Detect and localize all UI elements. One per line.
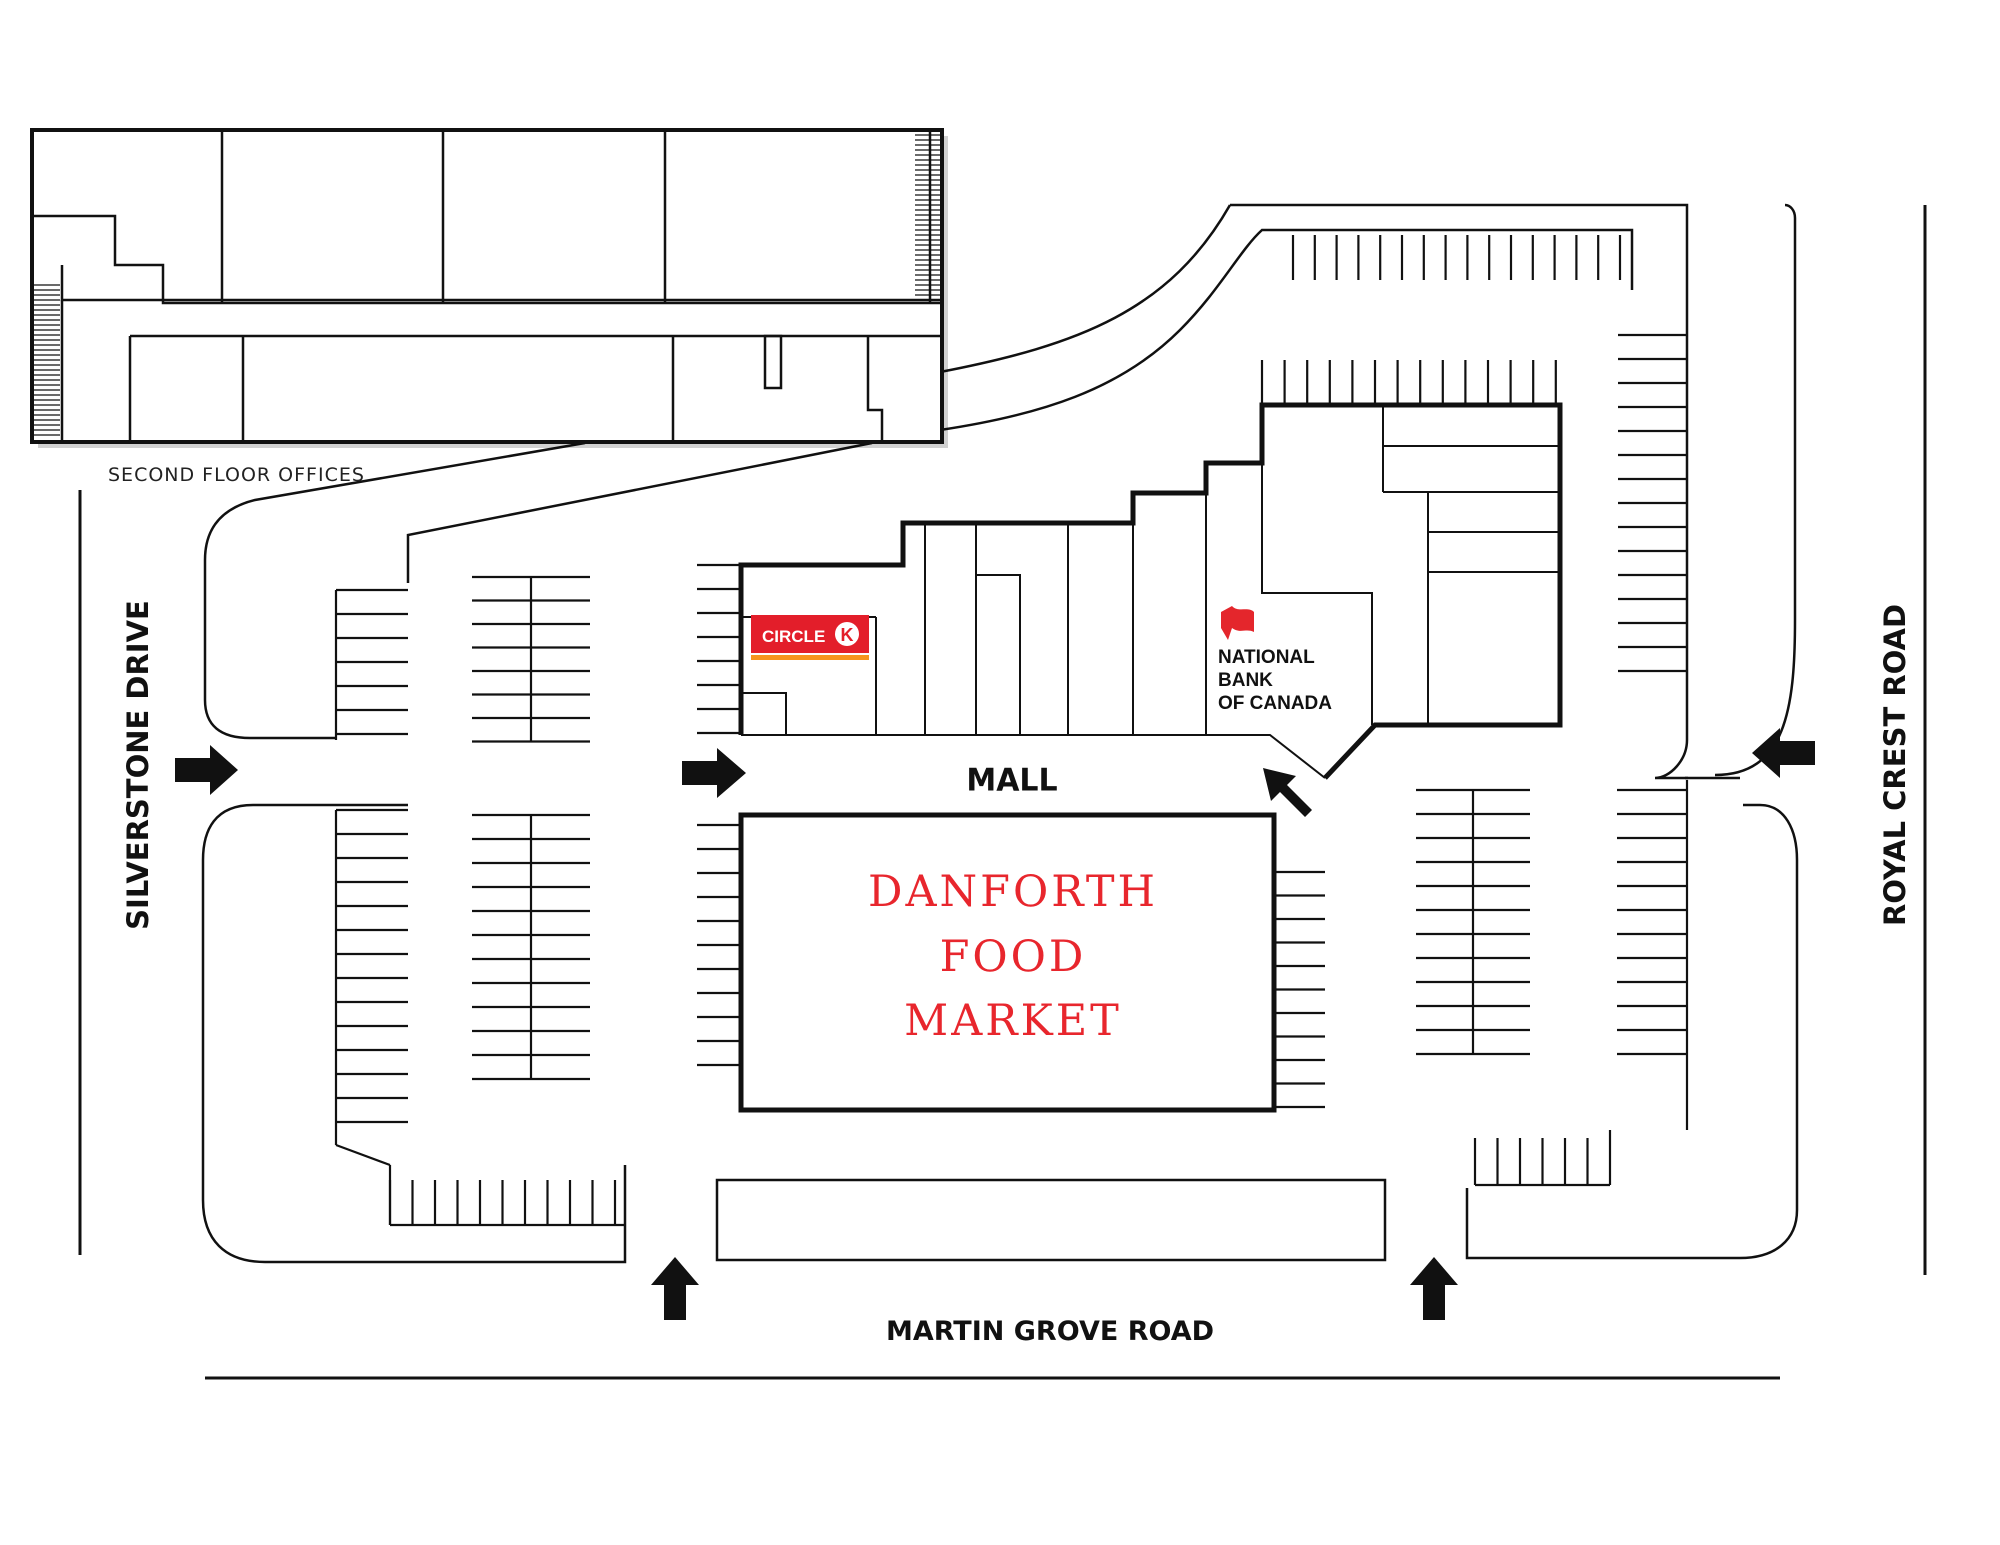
national-bank-logo: NATIONAL BANK OF CANADA — [1218, 606, 1332, 714]
circle-k-logo-stripe — [751, 655, 869, 660]
circle-k-logo-circle — [835, 622, 859, 646]
street-lines — [78, 205, 1927, 1380]
upper-driveway-outer — [203, 203, 1689, 740]
arrow-up-left-icon — [1263, 768, 1312, 817]
east-lot-corner — [1714, 203, 1797, 777]
east-lower-driveway — [1465, 776, 1799, 1260]
driveway-outlines — [201, 203, 1799, 1264]
anchor-store-outline — [738, 812, 1277, 1113]
strip-mall-outline — [738, 402, 1563, 780]
circle-k-logo: CIRCLE K — [751, 615, 869, 660]
east-lot-outline — [1654, 218, 1740, 780]
inset-walls — [32, 130, 940, 442]
royal-crest-road-label: ROYAL CREST ROAD — [1878, 604, 1912, 926]
national-bank-flag-icon — [1221, 606, 1254, 640]
entrance-arrows — [175, 728, 1815, 1320]
arrow-left-icon — [1752, 728, 1815, 778]
anchor-store-name-line2: FOOD — [940, 932, 1087, 982]
arrow-up-icon — [1410, 1257, 1458, 1320]
national-bank-name-line3: OF CANADA — [1218, 693, 1332, 714]
parking-row-divider — [335, 1143, 391, 1167]
inset-stairs-right — [915, 134, 940, 296]
inset-stairs-left — [34, 284, 60, 436]
circle-k-logo-text: CIRCLE — [762, 627, 825, 646]
second-floor-offices-label: SECOND FLOOR OFFICES — [108, 464, 365, 486]
martin-grove-road-label: MARTIN GROVE ROAD — [886, 1316, 1214, 1347]
second-floor-offices-inset — [30, 128, 948, 448]
national-bank-name-line2: BANK — [1218, 670, 1273, 691]
strip-mall-building — [738, 402, 1563, 780]
west-lower-driveway — [201, 803, 627, 1264]
arrow-up-icon — [651, 1257, 699, 1320]
upper-driveway-inner — [406, 228, 1634, 583]
arrow-right-icon — [682, 748, 746, 798]
silverstone-drive-label: SILVERSTONE DRIVE — [121, 600, 155, 930]
parking-stalls — [334, 235, 1689, 1227]
danforth-food-market-building: DANFORTH FOOD MARKET — [738, 812, 1277, 1113]
anchor-store-name-line1: DANFORTH — [868, 867, 1158, 917]
national-bank-name-line1: NATIONAL — [1218, 647, 1315, 668]
inset-frame — [30, 128, 944, 444]
mall-label: MALL — [966, 762, 1057, 799]
arrow-right-icon — [175, 745, 238, 795]
circle-k-logo-mark: K — [841, 625, 854, 645]
strip-mall-unit-walls — [741, 405, 1560, 779]
south-landscape-island — [715, 1178, 1387, 1262]
anchor-store-name-line3: MARKET — [904, 996, 1122, 1046]
